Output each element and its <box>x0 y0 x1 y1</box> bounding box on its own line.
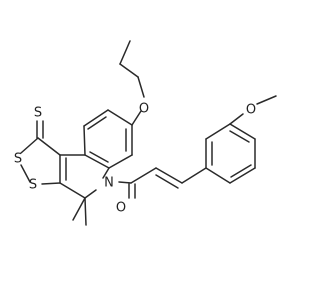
bond-ph-o <box>229 113 244 125</box>
bond-ph5 <box>205 123 231 140</box>
bond-n-cme2 <box>84 189 97 199</box>
bond-ar4-inner <box>89 151 109 163</box>
bond-ethoxy-ch2 <box>137 76 145 98</box>
molecule-structure: O O O S S S N <box>14 40 277 226</box>
atom-n-ring: N <box>104 176 114 191</box>
bond-methyl-2 <box>84 197 87 226</box>
bond-cthione-s <box>20 137 39 154</box>
bond-ph4 <box>229 123 256 140</box>
bond-alkene <box>155 167 183 184</box>
bond-ar2 <box>83 109 109 127</box>
atom-labels: O O O S S S N <box>14 102 256 216</box>
atom-s-ring-2: S <box>29 178 37 193</box>
bond-ar2-inner <box>87 116 107 130</box>
atom-o-ethoxy: O <box>139 102 149 117</box>
bond-s-c <box>41 182 61 185</box>
bond-ph4-inner <box>229 130 250 143</box>
bond-ar3 <box>83 125 86 156</box>
bond-ethyl-ch2 <box>119 40 131 65</box>
bond-alkene-ar <box>181 167 207 184</box>
bond-o-ch3 <box>256 95 277 105</box>
bond-ar4 <box>84 154 110 169</box>
bond-ar1 <box>107 109 133 126</box>
bond-alkene-inner <box>155 174 179 189</box>
bond-n-carbonyl <box>118 181 132 184</box>
bond-ph1 <box>205 167 231 184</box>
atom-o-methoxy: O <box>246 103 256 118</box>
bond-ar5 <box>108 154 133 169</box>
bond-s-s <box>20 164 31 183</box>
bonds <box>20 40 277 226</box>
bond-cme2-c <box>59 182 86 199</box>
bond-ethyl-ch3 <box>119 63 139 78</box>
bond-methyl-1 <box>72 197 86 221</box>
bond-ph2-inner <box>230 164 252 178</box>
atom-o-carbonyl: O <box>116 201 126 216</box>
bond-ph2 <box>229 167 256 184</box>
atom-s-thione: S <box>34 106 42 121</box>
molecule-canvas: O O O S S S N <box>14 40 277 226</box>
bond-ethoxy-o <box>131 110 142 126</box>
atom-s-ring-1: S <box>14 152 22 167</box>
bond-c-cthione <box>37 137 61 156</box>
bond-c-n <box>102 167 110 179</box>
bond-carbonyl-alkene <box>130 167 157 184</box>
